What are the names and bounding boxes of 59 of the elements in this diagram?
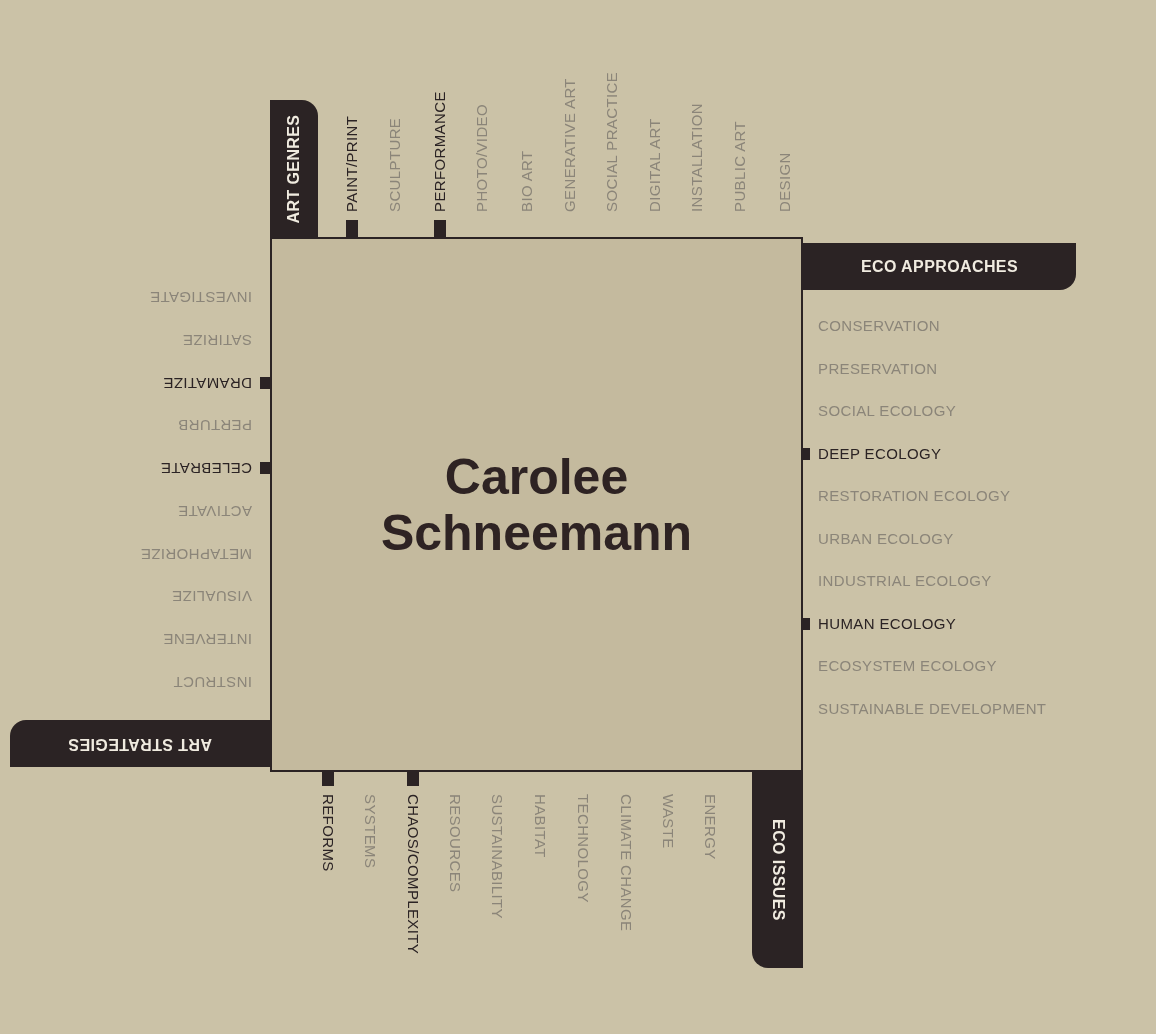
highlighted-term: CHAOS/COMPLEXITY [403,786,423,955]
highlighted-term: DRAMATIZE [163,373,260,393]
term-label: GENERATIVE ART [560,78,579,214]
term-label: ACTIVATE [177,502,253,521]
connector-tick [260,377,270,389]
highlighted-term: REFORMS [318,786,338,872]
term-label: PERTURB [177,416,253,435]
term-label: URBAN ECOLOGY [817,529,954,549]
category-banner [10,720,270,767]
term-label: DIGITAL ART [645,118,664,214]
connector-tick [803,448,810,460]
term-label: SUSTAINABILITY [488,793,507,919]
term-label: DESIGN [775,152,794,214]
highlighted-term: CELEBRATE [160,458,260,478]
term-label: INVESTIGATE [149,288,253,307]
connector-tick [434,220,446,237]
term-label: METAPHORIZE [140,545,253,564]
term-label: VISUALIZE [171,587,253,606]
artist-name: Carolee Schneemann [379,448,694,561]
highlighted-term: DEEP ECOLOGY [810,444,942,464]
highlighted-term: PERFORMANCE [430,91,450,220]
connector-tick [260,462,270,474]
term-label: ECOSYSTEM ECOLOGY [817,656,997,676]
term-label: ENERGY [701,793,720,860]
connector-tick [346,220,358,237]
term-label: WASTE [659,793,678,849]
center-square [270,237,803,772]
term-label: RESOURCES [446,793,465,893]
highlighted-term: HUMAN ECOLOGY [810,614,957,634]
term-label: CONSERVATION [817,316,941,336]
category-banner [803,243,1076,290]
term-label: INDUSTRIAL ECOLOGY [817,571,992,591]
term-label: SYSTEMS [361,793,380,869]
term-label: HABITAT [531,793,550,858]
term-label: INSTRUCT [173,673,253,692]
term-label: CLIMATE CHANGE [617,793,636,932]
term-label: SATIRIZE [182,331,253,350]
term-label: INSTALLATION [687,103,706,214]
category-title: ART GENRES [284,114,303,223]
category-banner [270,100,318,237]
term-label: TECHNOLOGY [574,793,593,903]
term-label: SCULPTURE [385,117,404,214]
connector-tick [803,618,810,630]
category-banner [752,772,803,968]
term-label: PHOTO/VIDEO [472,103,491,214]
term-label: BIO ART [517,150,536,214]
term-label: PRESERVATION [817,359,938,379]
term-label: SOCIAL ECOLOGY [817,401,957,421]
term-label: INTERVENE [163,630,253,649]
term-label: SUSTAINABLE DEVELOPMENT [817,699,1047,719]
connector-tick [322,772,334,786]
term-label: SOCIAL PRACTICE [602,71,621,214]
category-title: ECO ISSUES [768,819,788,921]
term-label: RESTORATION ECOLOGY [817,486,1011,506]
connector-tick [407,772,419,786]
category-title: ART STRATEGIES [68,734,212,755]
category-title: ECO APPROACHES [861,256,1018,277]
term-label: PUBLIC ART [730,121,749,214]
highlighted-term: PAINT/PRINT [342,115,362,220]
